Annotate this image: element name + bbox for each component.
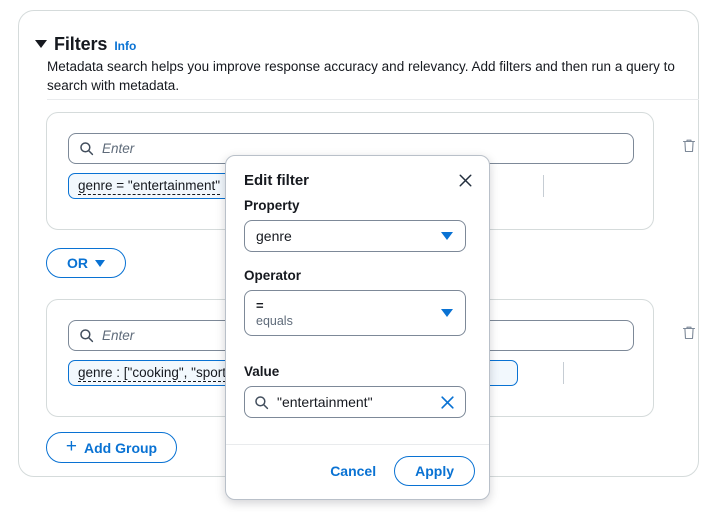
filters-header[interactable]: Filters Info bbox=[35, 34, 136, 55]
cancel-button[interactable]: Cancel bbox=[322, 457, 384, 485]
property-select[interactable]: genre bbox=[244, 220, 466, 252]
operator-symbol: = bbox=[256, 297, 264, 313]
dialog-footer-divider bbox=[226, 444, 489, 445]
filter-token-label: genre : ["cooking", "sports"] bbox=[78, 364, 242, 382]
filters-description: Metadata search helps you improve respon… bbox=[47, 59, 675, 93]
text-cursor-group-2 bbox=[563, 362, 564, 384]
add-group-label: Add Group bbox=[84, 439, 158, 456]
clear-value-button[interactable] bbox=[439, 394, 456, 411]
search-icon bbox=[255, 395, 269, 409]
filter-token-genre-equals[interactable]: genre = "entertainment" bbox=[68, 173, 248, 199]
header-divider bbox=[47, 99, 699, 100]
info-link[interactable]: Info bbox=[114, 39, 137, 53]
operator-select[interactable]: = equals bbox=[244, 290, 466, 336]
caret-down-icon bbox=[441, 309, 453, 317]
delete-group-2-button[interactable] bbox=[678, 321, 700, 343]
search-placeholder-group-1: Enter bbox=[102, 141, 135, 156]
operator-label: Operator bbox=[244, 268, 302, 283]
page-title: Filters bbox=[54, 34, 108, 54]
caret-down-icon bbox=[95, 259, 105, 267]
trash-icon bbox=[682, 326, 696, 339]
caret-down-icon bbox=[441, 232, 453, 240]
add-group-button[interactable]: + Add Group bbox=[46, 432, 177, 463]
delete-group-1-button[interactable] bbox=[678, 134, 700, 156]
value-label: Value bbox=[244, 364, 280, 379]
filter-token-label: genre = "entertainment" bbox=[78, 177, 221, 195]
dialog-actions: Cancel Apply bbox=[322, 456, 475, 486]
search-icon bbox=[80, 329, 94, 343]
text-cursor-group-1 bbox=[543, 175, 544, 197]
search-placeholder-group-2: Enter bbox=[102, 328, 135, 343]
value-input-text: "entertainment" bbox=[277, 394, 373, 410]
edit-filter-dialog: Edit filter Property genre Operator = eq… bbox=[225, 155, 490, 500]
close-dialog-button[interactable] bbox=[455, 170, 475, 190]
close-icon bbox=[441, 395, 454, 409]
operator-word: equals bbox=[256, 313, 293, 328]
property-select-value: genre bbox=[256, 228, 292, 244]
plus-icon: + bbox=[65, 436, 77, 457]
value-input[interactable]: "entertainment" bbox=[244, 386, 466, 418]
or-button-label: OR bbox=[67, 255, 88, 271]
close-icon bbox=[459, 174, 472, 187]
logical-operator-or-button[interactable]: OR bbox=[46, 248, 126, 278]
property-label: Property bbox=[244, 198, 300, 213]
dialog-title: Edit filter bbox=[244, 172, 310, 189]
caret-down-icon[interactable] bbox=[35, 40, 47, 48]
apply-button[interactable]: Apply bbox=[394, 456, 475, 486]
search-icon bbox=[80, 142, 94, 156]
trash-icon bbox=[682, 139, 696, 152]
